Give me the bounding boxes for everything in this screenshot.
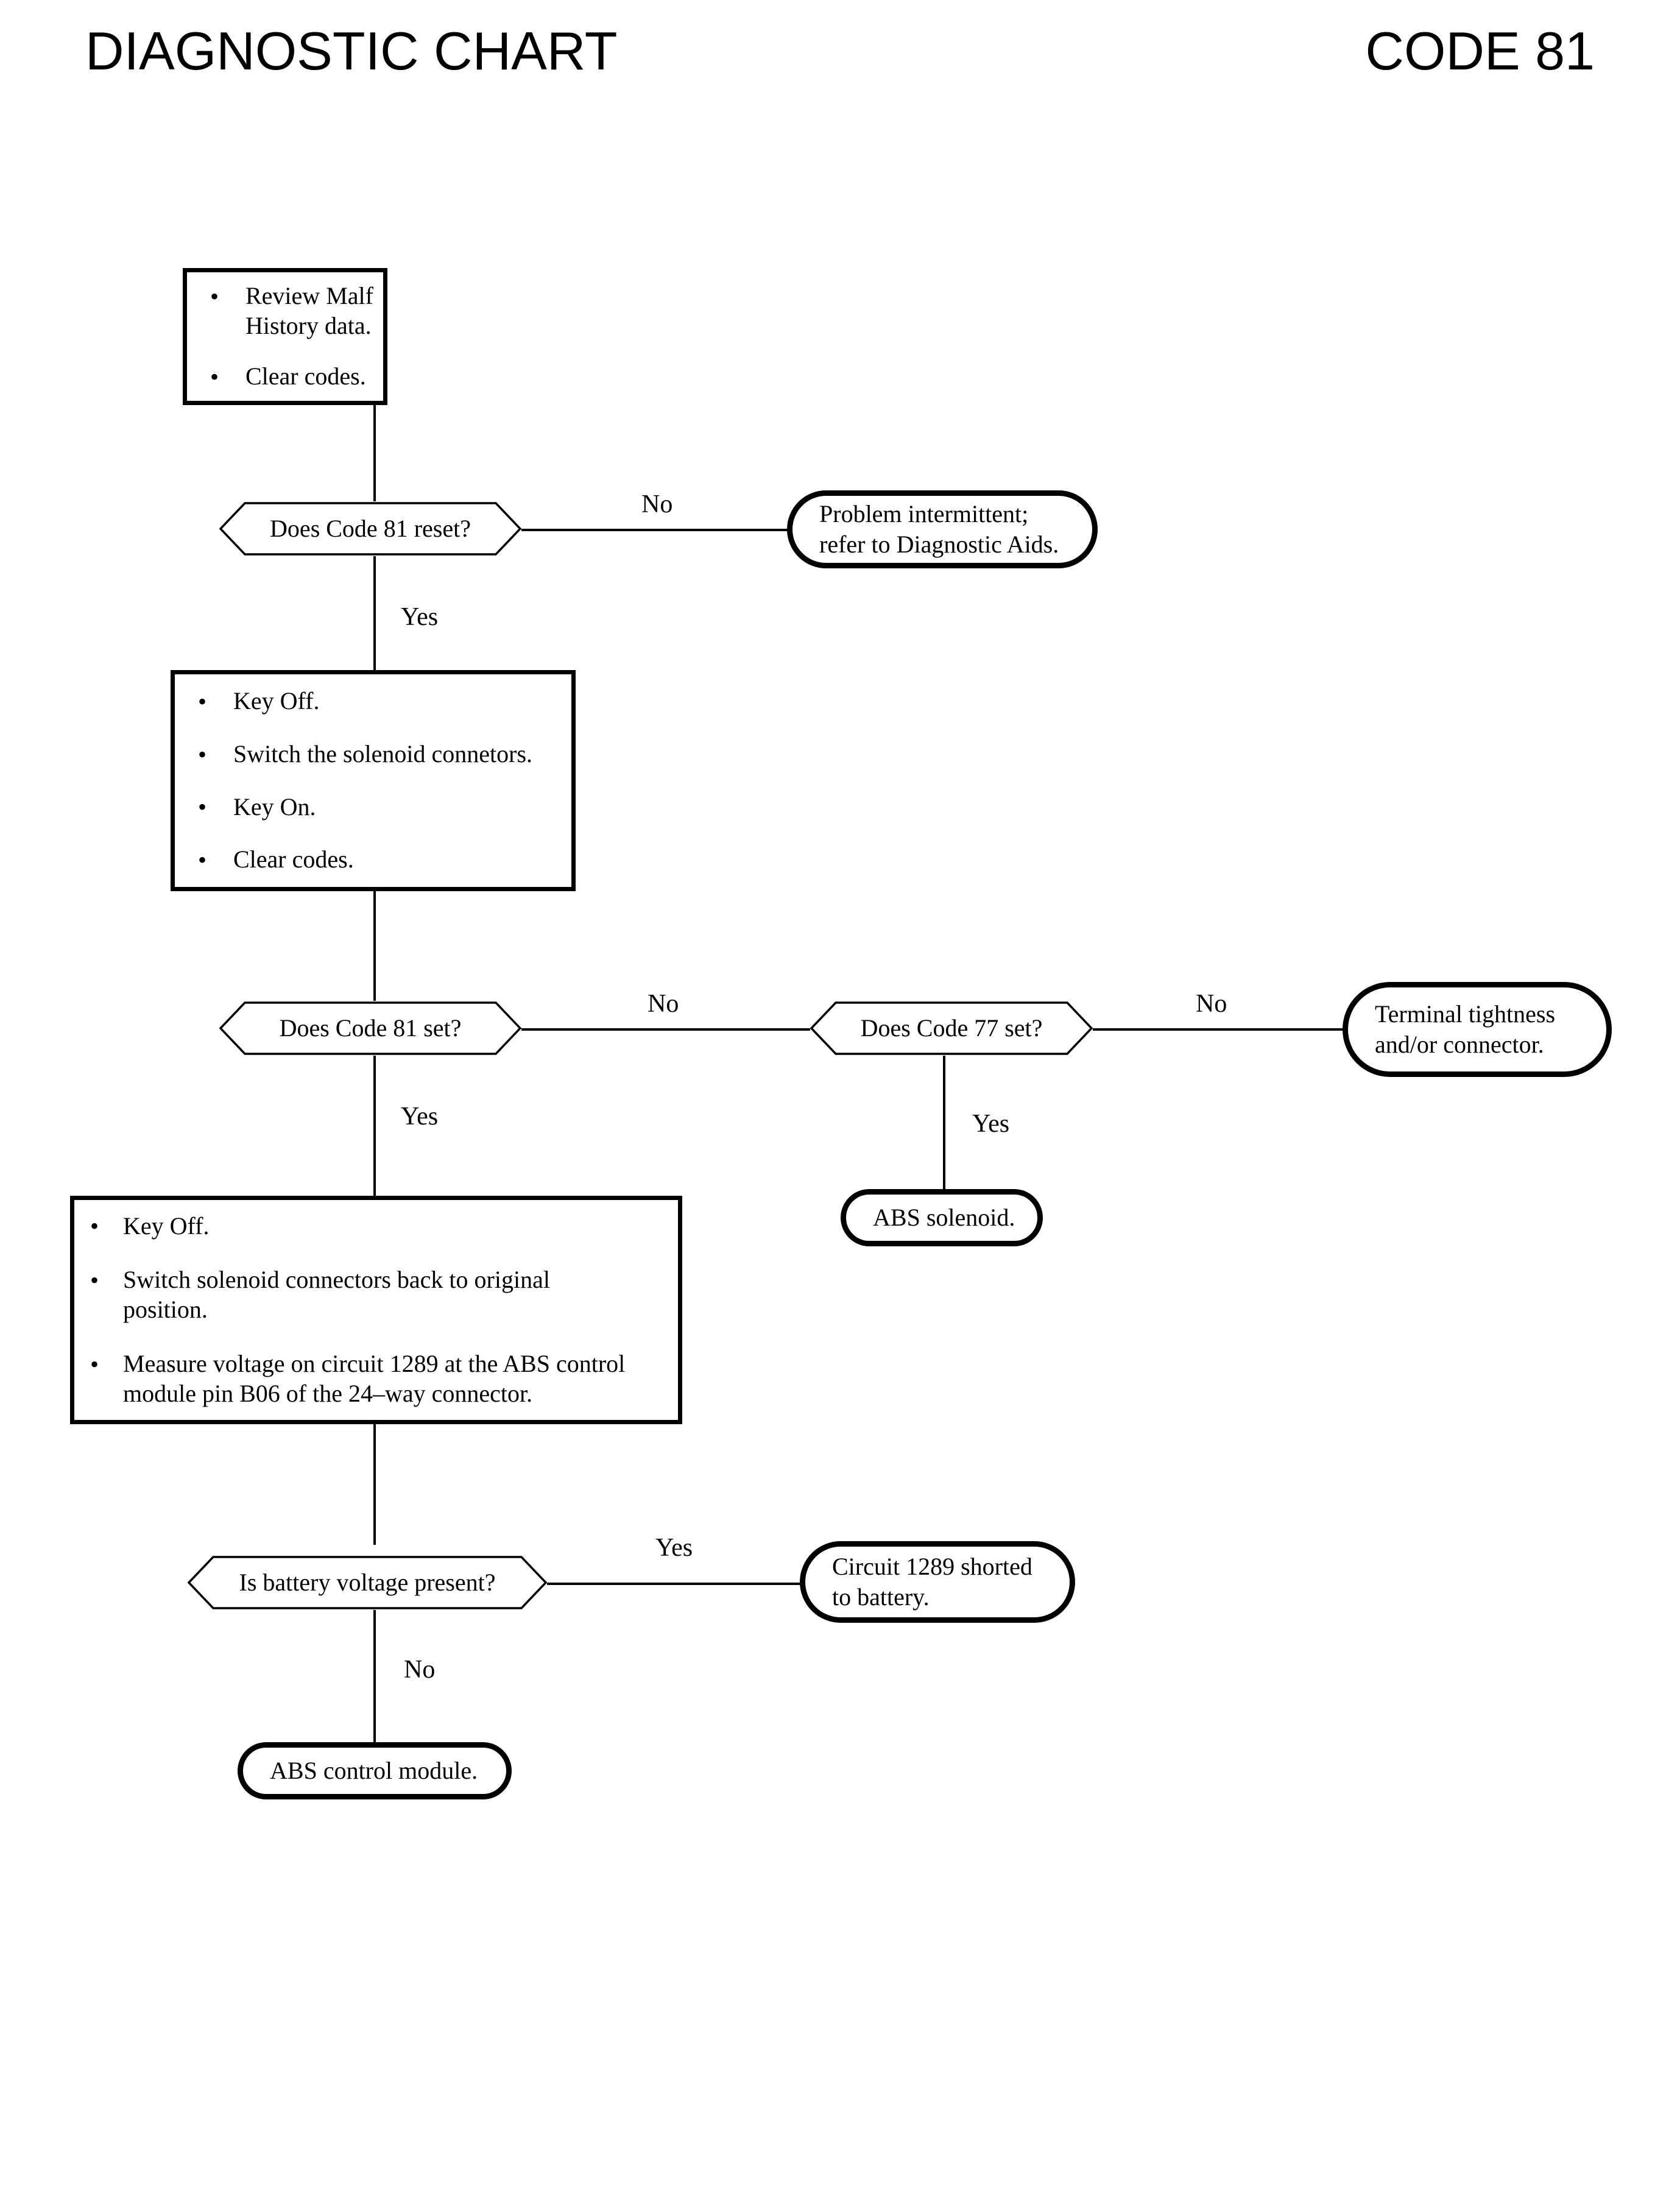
edge-label-yes-dec4: Yes <box>651 1534 698 1562</box>
edge-label-yes-dec3: Yes <box>967 1110 1015 1138</box>
process-item-label: Key Off. <box>123 1212 210 1240</box>
terminal-terminal-tightness: Terminal tightness and/or connector. <box>1343 982 1612 1077</box>
bullet-icon: • <box>210 283 219 311</box>
terminal-line: refer to Diagnostic Aids. <box>819 531 1059 558</box>
terminal-line: ABS solenoid. <box>873 1204 1015 1232</box>
process-item-label: Key Off. <box>233 687 320 715</box>
connector-dec3-term3 <box>943 1054 945 1189</box>
process-item: • Key On. <box>175 793 571 822</box>
edge-label-no-dec1: No <box>637 490 678 518</box>
decision-does-code-77-set: Does Code 77 set? <box>810 1001 1093 1056</box>
terminal-line: Terminal tightness <box>1375 1000 1556 1028</box>
connector-step1-dec1 <box>373 405 376 503</box>
terminal-abs-control-module: ABS control module. <box>238 1742 512 1799</box>
process-item: • Key Off. <box>175 687 571 716</box>
process-item-label: Measure voltage on circuit 1289 at the A… <box>123 1349 626 1407</box>
bullet-icon: • <box>210 362 219 390</box>
terminal-text: Circuit 1289 shorted to battery. <box>805 1552 1045 1612</box>
terminal-problem-intermittent: Problem intermittent; refer to Diagnosti… <box>787 490 1098 568</box>
terminal-text: ABS control module. <box>243 1756 490 1786</box>
terminal-circuit-1289-shorted: Circuit 1289 shorted to battery. <box>800 1541 1075 1623</box>
edge-label-yes-dec2: Yes <box>396 1103 443 1131</box>
connector-dec1-term1 <box>521 529 789 531</box>
terminal-abs-solenoid: ABS solenoid. <box>841 1189 1043 1246</box>
bullet-icon: • <box>90 1266 99 1294</box>
process-item: • Measure voltage on circuit 1289 at the… <box>74 1349 678 1409</box>
connector-dec4-term4 <box>547 1583 802 1585</box>
decision-label: Does Code 81 set? <box>279 1014 462 1042</box>
edge-label-yes-dec1: Yes <box>396 603 443 631</box>
code-label: CODE 81 <box>1365 21 1595 81</box>
edge-label-no-dec4: No <box>399 1656 440 1684</box>
terminal-text: Terminal tightness and/or connector. <box>1348 999 1567 1059</box>
process-item: • Clear codes. <box>187 362 383 392</box>
process-item: • Key Off. <box>74 1212 678 1241</box>
process-box-step2: • Key Off. • Switch the solenoid conneto… <box>171 670 576 891</box>
process-item-label: Clear codes. <box>233 846 354 874</box>
edge-label-no-dec2: No <box>643 990 684 1018</box>
process-box-step3: • Key Off. • Switch solenoid connectors … <box>70 1196 682 1424</box>
bullet-icon: • <box>90 1212 99 1240</box>
bullet-icon: • <box>198 740 207 768</box>
terminal-line: to battery. <box>832 1583 930 1611</box>
process-item-label: Key On. <box>233 793 316 821</box>
process-item-label: Review Malf History data. <box>245 282 373 340</box>
process-item-label: Switch the solenoid connetors. <box>233 740 533 768</box>
connector-dec3-term2 <box>1090 1028 1345 1031</box>
bullet-icon: • <box>198 687 207 715</box>
hexagon-outline-icon <box>219 501 521 556</box>
process-item-label: Clear codes. <box>245 362 366 390</box>
process-item: • Switch the solenoid connetors. <box>175 740 571 769</box>
bullet-icon: • <box>90 1350 99 1378</box>
decision-label: Is battery voltage present? <box>239 1569 496 1596</box>
terminal-line: and/or connector. <box>1375 1031 1544 1058</box>
connector-step3-dec4 <box>373 1424 376 1545</box>
edge-label-no-dec3: No <box>1191 990 1232 1018</box>
connector-step2-dec2 <box>373 891 376 1004</box>
hexagon-outline-icon <box>188 1555 547 1610</box>
hexagon-outline-icon <box>810 1001 1093 1056</box>
process-item: • Review Malf History data. <box>187 281 383 341</box>
connector-dec2-dec3 <box>521 1028 813 1031</box>
terminal-line: ABS control module. <box>270 1757 478 1785</box>
process-item-label: Switch solenoid connectors back to origi… <box>123 1266 550 1324</box>
process-item: • Switch solenoid connectors back to ori… <box>74 1265 678 1325</box>
process-box-step1: • Review Malf History data. • Clear code… <box>183 268 387 405</box>
terminal-text: Problem intermittent; refer to Diagnosti… <box>792 499 1071 559</box>
decision-label: Does Code 77 set? <box>860 1014 1043 1042</box>
connector-dec2-step3 <box>373 1054 376 1200</box>
decision-does-code-81-reset: Does Code 81 reset? <box>219 501 521 556</box>
bullet-icon: • <box>198 846 207 874</box>
terminal-line: Problem intermittent; <box>819 500 1029 528</box>
decision-label: Does Code 81 reset? <box>270 515 471 542</box>
decision-does-code-81-set: Does Code 81 set? <box>219 1001 521 1056</box>
process-item: • Clear codes. <box>175 845 571 875</box>
page-title: DIAGNOSTIC CHART <box>85 21 618 81</box>
connector-dec4-term5 <box>373 1608 376 1742</box>
decision-is-battery-voltage-present: Is battery voltage present? <box>188 1555 547 1610</box>
terminal-text: ABS solenoid. <box>846 1202 1027 1233</box>
hexagon-outline-icon <box>219 1001 521 1056</box>
bullet-icon: • <box>198 793 207 821</box>
terminal-line: Circuit 1289 shorted <box>832 1553 1032 1581</box>
connector-dec1-step2 <box>373 556 376 670</box>
